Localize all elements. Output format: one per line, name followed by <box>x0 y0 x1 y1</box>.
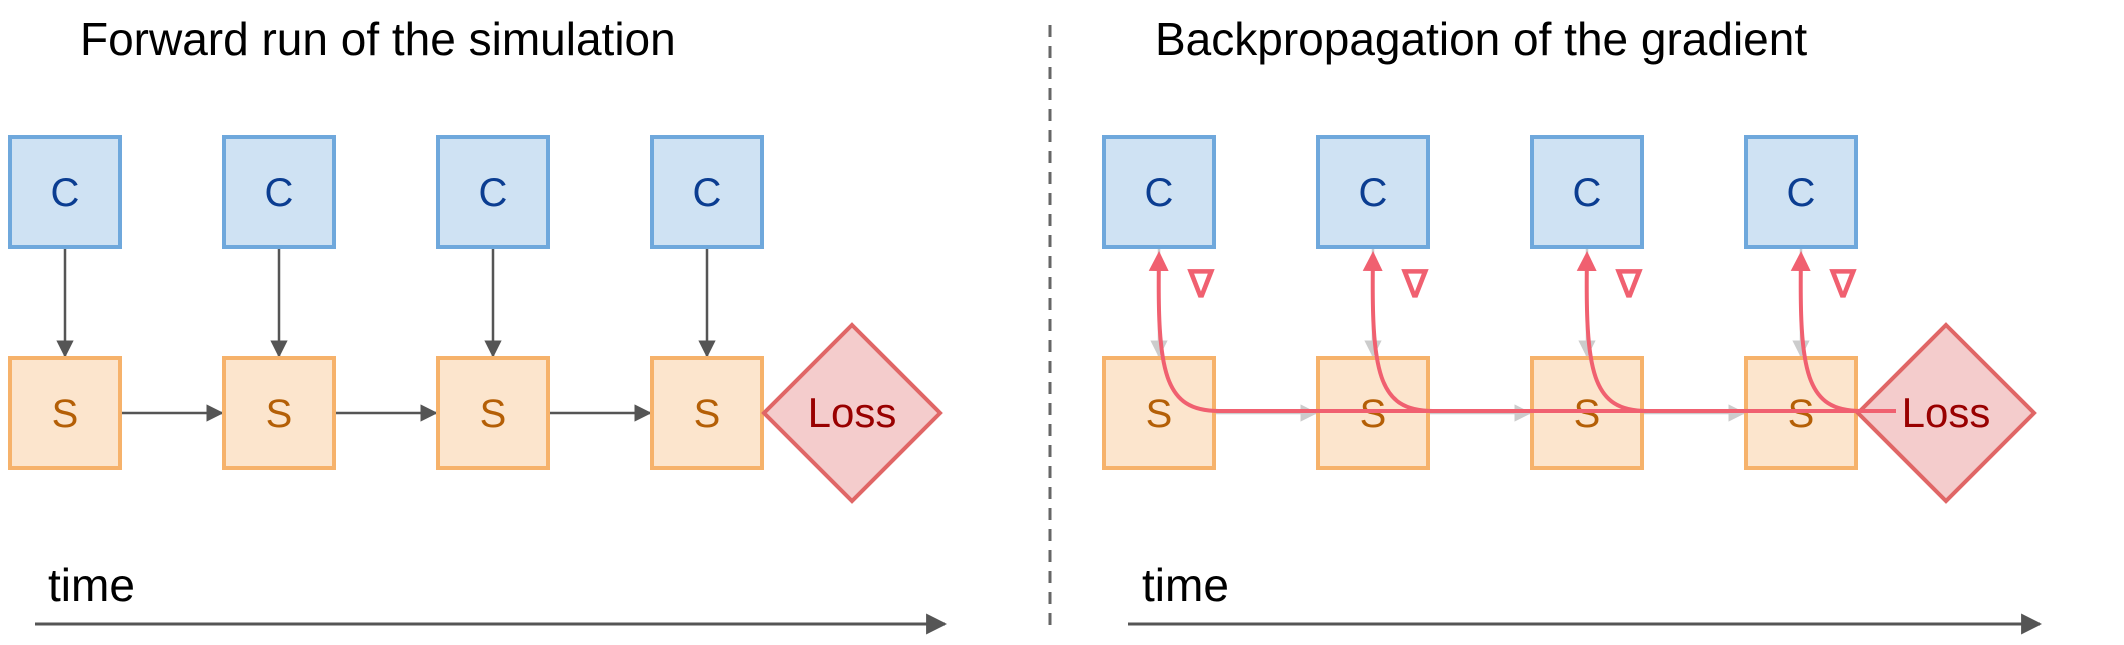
forward-controller-box <box>222 135 336 249</box>
forward-state-label: S <box>694 392 721 436</box>
gradient-symbol: ∇ <box>1615 264 1643 306</box>
backprop-controller-box <box>1530 135 1644 249</box>
backprop-panel: C S C S C S C S Loss ∇ ∇ ∇ ∇ <box>1102 135 2037 504</box>
forward-state-box <box>222 356 336 470</box>
forward-controller-label: C <box>265 171 294 215</box>
backprop-title: Backpropagation of the gradient <box>1155 13 1807 65</box>
gradient-symbol: ∇ <box>1401 264 1429 306</box>
forward-controller-label: C <box>51 171 80 215</box>
forward-loss-label: Loss <box>808 389 897 436</box>
forward-state-label: S <box>266 392 293 436</box>
backprop-state-label: S <box>1574 392 1601 436</box>
backprop-state-box <box>1102 356 1216 470</box>
gradient-path <box>1362 251 1896 413</box>
forward-state-box <box>436 356 550 470</box>
backprop-controller-box <box>1316 135 1430 249</box>
backprop-controller-box <box>1744 135 1858 249</box>
backprop-state-label: S <box>1146 392 1173 436</box>
gradient-symbol: ∇ <box>1829 264 1857 306</box>
backprop-loss-label: Loss <box>1902 389 1991 436</box>
forward-controller-box <box>650 135 764 249</box>
forward-time-label: time <box>48 559 135 611</box>
forward-state-box <box>8 356 122 470</box>
backprop-controller-box <box>1102 135 1216 249</box>
forward-controller-label: C <box>693 171 722 215</box>
backprop-controller-label: C <box>1145 171 1174 215</box>
backprop-controller-label: C <box>1573 171 1602 215</box>
forward-title: Forward run of the simulation <box>80 13 676 65</box>
gradient-path <box>1790 251 1896 413</box>
forward-controller-label: C <box>479 171 508 215</box>
forward-controller-box <box>8 135 122 249</box>
forward-controller-box <box>436 135 550 249</box>
backprop-controller-label: C <box>1787 171 1816 215</box>
gradient-symbol: ∇ <box>1187 264 1215 306</box>
backprop-state-label: S <box>1360 392 1387 436</box>
gradient-path <box>1576 251 1896 413</box>
backprop-loss-node <box>1855 322 2037 504</box>
forward-loss-node <box>761 322 943 504</box>
backprop-controller-label: C <box>1359 171 1388 215</box>
backprop-time-label: time <box>1142 559 1229 611</box>
backprop-state-label: S <box>1788 392 1815 436</box>
forward-state-label: S <box>480 392 507 436</box>
forward-panel: C S C S C S C S Loss <box>8 135 943 504</box>
gradient-path <box>1148 251 1896 413</box>
forward-state-label: S <box>52 392 79 436</box>
